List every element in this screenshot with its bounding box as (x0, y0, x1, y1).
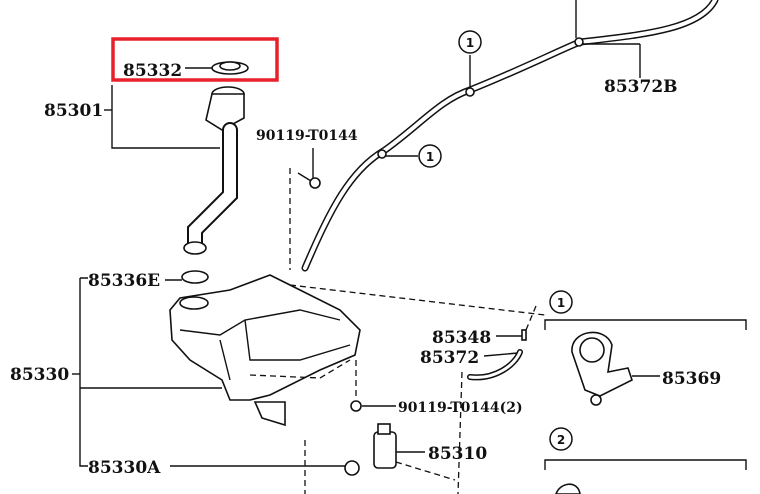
cap-85332 (185, 61, 249, 75)
part-label-85372[interactable]: 85372 (420, 348, 479, 368)
svg-text:1: 1 (466, 36, 474, 50)
part-label-85330[interactable]: 85330 (10, 365, 69, 385)
callout-2: 2 (549, 427, 573, 451)
leader-85330 (79, 277, 88, 467)
clip-part (555, 483, 581, 494)
part-label-85301[interactable]: 85301 (44, 101, 103, 121)
part-label-85372b[interactable]: 85372B (604, 77, 678, 97)
callout-1: 1 (458, 30, 482, 54)
part-label-85369[interactable]: 85369 (662, 369, 721, 389)
part-label-85336e[interactable]: 85336E (88, 271, 160, 291)
part-label-85330a[interactable]: 85330A (88, 458, 161, 478)
svg-text:2: 2 (557, 433, 565, 447)
leader-85301 (111, 85, 220, 149)
filler-pipe-85301 (183, 86, 245, 255)
grommet-85336E (181, 270, 209, 284)
joint-85348 (521, 329, 527, 341)
washer-pump-85310 (170, 423, 456, 494)
part-label-90119-t0144-2[interactable]: 90119-T0144(2) (398, 400, 523, 416)
bolt-icon (350, 400, 362, 412)
part-label-85348[interactable]: 85348 (432, 328, 491, 348)
washer-hose-85372B (301, 0, 719, 272)
washer-tank-85330 (169, 274, 546, 427)
svg-text:1: 1 (557, 296, 565, 310)
highlight-box (111, 37, 279, 82)
callout-1: 1 (549, 290, 573, 314)
bolt-icon (309, 177, 321, 189)
svg-text:1: 1 (426, 150, 434, 164)
part-label-85332[interactable]: 85332 (123, 61, 182, 81)
part-label-85310[interactable]: 85310 (428, 444, 487, 464)
part-label-90119-t0144[interactable]: 90119-T0144 (256, 128, 358, 144)
clamp-85369 (571, 331, 660, 406)
callout-1: 1 (418, 144, 442, 168)
